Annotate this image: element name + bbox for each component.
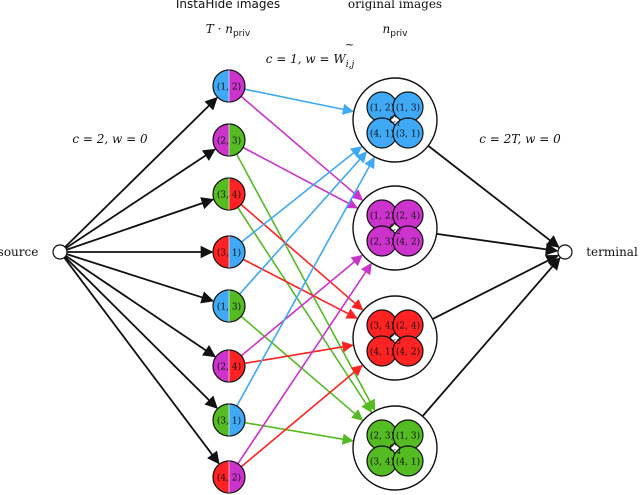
instahide-node-label: (4, 2) [217,473,241,484]
original-image-label: (4, 1) [370,347,394,358]
node-right-half [229,236,245,268]
link-edge-3 [242,146,358,209]
original-image-label: (1, 2) [370,211,394,222]
cluster-4: (2, 3)(1, 3)(3, 4)(4, 1)C4 [352,405,438,491]
original-image-label: (4, 1) [396,457,420,468]
original-image-label: (1, 3) [396,431,420,442]
instahide-node-label: (2, 4) [217,362,241,373]
node-left-half [213,178,229,210]
terminal-edge-2 [436,232,559,256]
instahide-node-3: (3, 4) [212,177,246,211]
node-right-half [229,404,245,436]
cluster-2: (1, 2)(2, 4)(2, 3)(4, 2)C2 [352,185,438,271]
original-image-node [392,117,424,149]
original-image-node [392,225,424,257]
original-images-title: original images [348,0,442,11]
node-left-half [213,236,229,268]
nodes-layer: (1, 2)(2, 3)(3, 4)(3, 1)(1, 3)(2, 4)(3, … [212,69,438,494]
instahide-count-label: T · npriv [206,22,251,39]
instahide-node-2: (2, 3) [212,123,246,157]
terminal-label: terminal [586,245,638,259]
original-image-label: (4, 1) [370,129,394,140]
source-edge-8 [63,257,220,465]
original-image-label: (4, 2) [396,347,420,358]
source-edge-7 [64,256,218,409]
original-image-label: (1, 2) [370,103,394,114]
node-right-half [229,70,245,102]
link-edge-8 [241,146,363,243]
terminal-edge-3 [432,254,559,320]
source-edge-label: c = 2, w = 0 [72,132,148,146]
node-right-half [229,461,245,493]
instahide-node-label: (3, 1) [217,416,241,427]
original-image-label: (2, 3) [370,431,394,442]
node-right-half [229,350,245,382]
middle-edge-label: c = 1, w = Wi,j [266,52,355,70]
edges-layer [63,88,561,468]
instahide-node-label: (2, 3) [217,136,241,147]
instahide-node-label: (3, 1) [217,248,241,259]
w-tilde-icon: ~ [345,38,354,51]
source-node [52,244,68,260]
node-right-half [229,178,245,210]
instahide-node-label: (3, 4) [217,190,241,201]
terminal-node [557,244,573,260]
link-edge-5 [237,206,373,413]
instahide-node-1: (1, 2) [212,69,246,103]
original-image-label: (3, 4) [370,457,394,468]
instahide-node-4: (3, 1) [212,235,246,269]
source-edge-6 [65,255,216,358]
link-edge-11 [240,254,363,357]
node-right-half [229,124,245,156]
source-edge-2 [65,148,216,249]
instahide-node-8: (4, 2) [212,460,246,494]
node-right-half [229,290,245,322]
link-edge-15 [240,364,363,468]
instahide-node-label: (1, 2) [217,82,241,93]
link-edge-7 [242,258,358,319]
link-edge-1 [244,88,354,115]
terminal-edge-label: c = 2T, w = 0 [479,132,561,146]
link-edge-16 [237,262,372,465]
original-image-label: (2, 3) [370,237,394,248]
cluster-3: (3, 4)(2, 4)(4, 1)(4, 2)C3 [352,295,438,381]
original-image-label: (2, 4) [396,321,420,332]
original-image-label: (1, 3) [396,103,420,114]
source-edge-5 [66,253,215,304]
original-image-label: (2, 4) [396,211,420,222]
original-image-label: (3, 4) [370,321,394,332]
source-label: source [0,245,38,259]
original-count-label: npriv [383,22,409,39]
source-edge-1 [64,97,218,248]
instahide-images-title: InstaHide images [176,0,280,11]
instahide-node-label: (1, 3) [217,302,241,313]
link-edge-2 [240,95,364,201]
instahide-node-7: (3, 1) [212,403,246,437]
source-edge-3 [66,197,215,251]
cluster-1: (1, 2)(1, 3)(4, 1)(3, 1)C1 [352,77,438,163]
original-image-node [392,335,424,367]
link-edge-6 [240,203,364,311]
terminal-edge-4 [421,257,561,417]
instahide-node-6: (2, 4) [212,349,246,383]
link-edge-9 [239,151,368,295]
terminal-edge-1 [427,145,560,248]
node-left-half [213,350,229,382]
original-image-node [392,445,424,477]
link-edge-13 [244,421,354,445]
instahide-node-5: (1, 3) [212,289,246,323]
node-left-half [213,461,229,493]
original-image-label: (4, 2) [396,237,420,248]
link-edge-14 [236,156,375,407]
node-left-half [213,124,229,156]
original-image-label: (3, 1) [396,129,420,140]
node-left-half [213,70,229,102]
node-left-half [213,404,229,436]
node-left-half [213,290,229,322]
